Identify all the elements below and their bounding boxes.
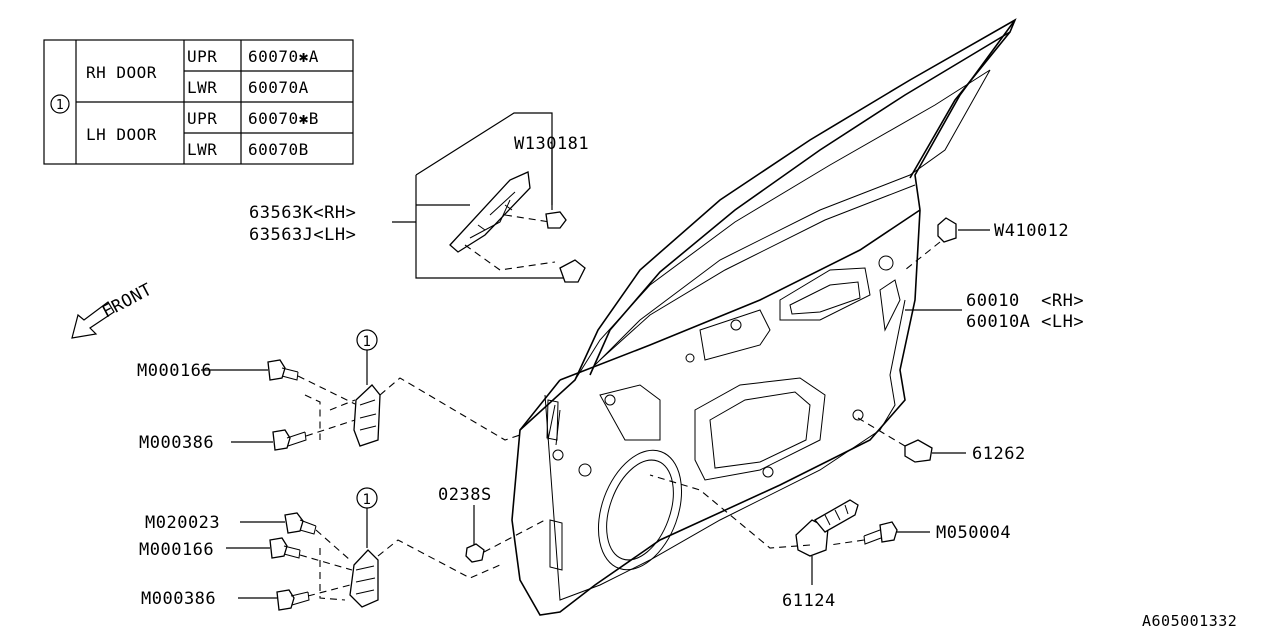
front-label: FRONT [99, 280, 156, 323]
label-60010: 60010 <RH> [966, 291, 1084, 311]
legend-part-1: 60070✱A [248, 47, 319, 66]
label-63563k: 63563K<RH> [249, 203, 356, 223]
clip-w410012 [904, 217, 957, 271]
label-60010a: 60010A <LH> [966, 312, 1084, 332]
label-m000386-upper: M000386 [139, 433, 214, 453]
legend-ref-number: 1 [56, 98, 64, 113]
legend-pos-1: UPR [187, 47, 217, 66]
label-m000166-upper: M000166 [137, 361, 212, 381]
nut-0238s [465, 519, 546, 563]
legend-pos-3: UPR [187, 109, 217, 128]
legend-pos-2: LWR [187, 78, 217, 97]
label-61124: 61124 [782, 591, 836, 611]
label-w410012: W410012 [994, 221, 1069, 241]
label-m000386-lower: M000386 [141, 589, 216, 609]
plug-61262 [857, 417, 933, 463]
label-m020023: M020023 [145, 513, 220, 533]
door-checker-61124 [649, 474, 859, 557]
diagram-id: A605001332 [1142, 612, 1237, 630]
label-m000166-lower: M000166 [139, 540, 214, 560]
front-arrow-icon: FRONT [71, 280, 156, 339]
front-door-panel [511, 18, 1017, 616]
label-0238s: 0238S [438, 485, 492, 505]
lower-hinge-ref: 1 [363, 492, 372, 508]
legend-part-3: 60070✱B [248, 109, 319, 128]
legend-table: 1 RH DOOR LH DOOR UPR LWR UPR LWR 60070✱… [43, 39, 354, 165]
upper-hinge-ref: 1 [363, 334, 372, 350]
legend-part-2: 60070A [248, 78, 309, 97]
legend-lh-door: LH DOOR [86, 125, 157, 144]
lower-hinge: 1 [269, 487, 501, 611]
legend-rh-door: RH DOOR [86, 63, 157, 82]
legend-pos-4: LWR [187, 140, 217, 159]
label-63563j: 63563J<LH> [249, 225, 356, 245]
ref-number-circle [50, 94, 70, 114]
part-labels: W130181 63563K<RH> 63563J<LH> W410012 60… [137, 134, 1237, 630]
bolt-m050004 [829, 521, 898, 546]
label-m050004: M050004 [936, 523, 1011, 543]
upper-hinge: 1 [267, 329, 521, 451]
leader-lines [201, 143, 990, 599]
door-checker-bracket [415, 112, 586, 283]
legend-part-4: 60070B [248, 140, 309, 159]
label-w130181: W130181 [514, 134, 589, 154]
label-61262: 61262 [972, 444, 1026, 464]
